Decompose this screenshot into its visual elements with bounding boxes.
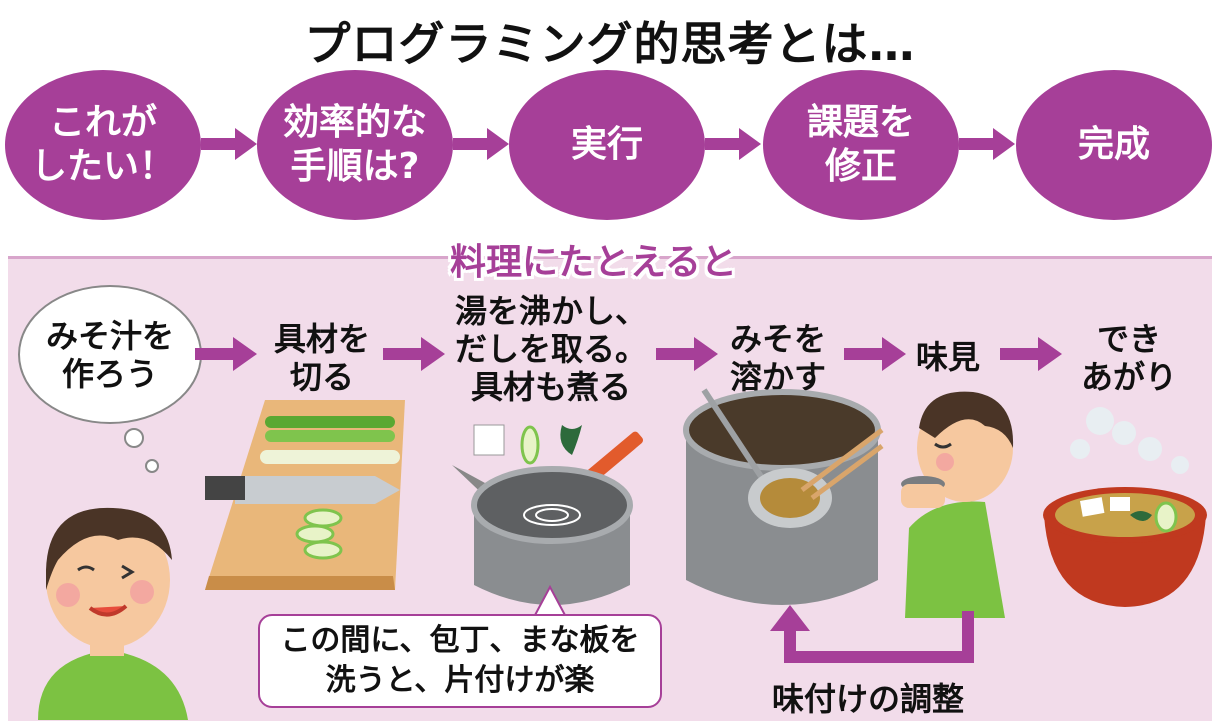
feedback-arrow [770,605,974,663]
thought-bubble: みそ汁を 作ろう [18,285,202,424]
boiling-pot-illustration [452,424,643,605]
boy-tasting-illustration [901,391,1014,618]
bubble-dots [124,428,159,473]
flow-step-plan: 効率的な 手順は? [257,70,453,220]
note-pointer [532,584,568,618]
step-arrow-1 [195,337,257,371]
flow-arrow-4 [959,128,1015,160]
step-boil: 湯を沸かし、 だしを取る。 具材も煮る [454,292,647,406]
step-arrow-5 [1000,337,1062,371]
flow-step-execute: 実行 [509,70,705,220]
flow-step-fix: 課題を 修正 [763,70,959,220]
step-arrow-3 [656,337,718,371]
step-dissolve: みそを 溶かす [729,320,826,396]
step-arrow-4 [844,337,906,371]
step-make-miso: みそ汁を 作ろう [45,316,174,393]
miso-soup-bowl-illustration [1043,407,1207,607]
page-title: プログラミング的思考とは… [304,17,916,71]
cutting-board-illustration [205,400,405,590]
flow-arrow-3 [705,128,761,160]
miso-pot-illustration [683,388,884,605]
flow-arrow-1 [201,128,257,160]
flow-step-complete: 完成 [1016,70,1212,220]
step-arrow-2 [383,337,445,371]
flow-step-goal: これが したい！ [5,70,201,220]
cleanup-note: この間に、包丁、まな板を 洗うと、片付けが楽 [258,614,662,708]
cooking-subtitle: 料理にたとえると [450,242,737,283]
boy-thinking-illustration [38,507,188,720]
step-taste: 味見 [915,338,980,376]
step-done: でき あがり [1080,320,1177,396]
feedback-label: 味付けの調整 [772,680,965,718]
step-cut: 具材を 切る [273,320,370,396]
flow-arrow-2 [453,128,509,160]
